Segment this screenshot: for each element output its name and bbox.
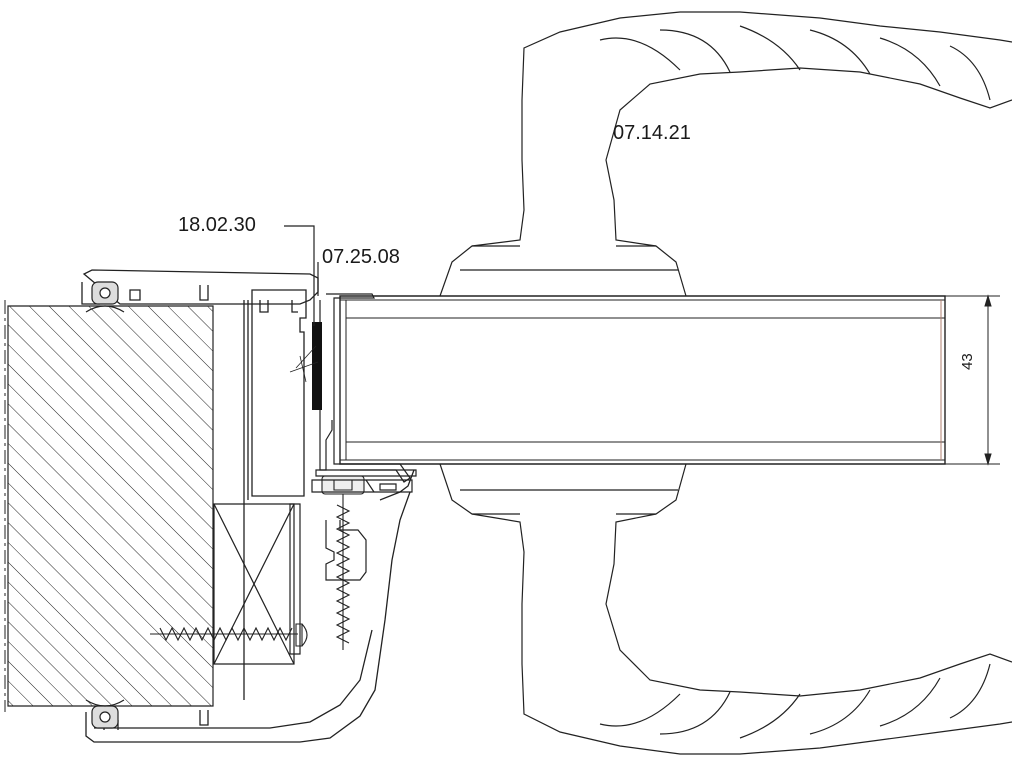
timber-block: [214, 504, 300, 664]
horizontal-screw: [150, 624, 307, 646]
seal-gaskets: [86, 282, 124, 728]
door-handle-top: [440, 12, 1012, 296]
part-label-07-14-21: 07.14.21: [613, 122, 691, 144]
door-handle-bottom: [440, 464, 1012, 754]
leader-lines: [284, 226, 318, 326]
glass-panel: [340, 296, 945, 464]
part-label-07-25-08: 07.25.08: [322, 246, 400, 268]
gasket-strip: [290, 322, 322, 410]
part-label-18-02-30: 18.02.30: [178, 214, 256, 236]
wall-section: [5, 300, 213, 712]
dimension-label: 43: [959, 353, 976, 370]
clip-profile: [312, 294, 416, 580]
dimension-line: [945, 296, 1000, 464]
